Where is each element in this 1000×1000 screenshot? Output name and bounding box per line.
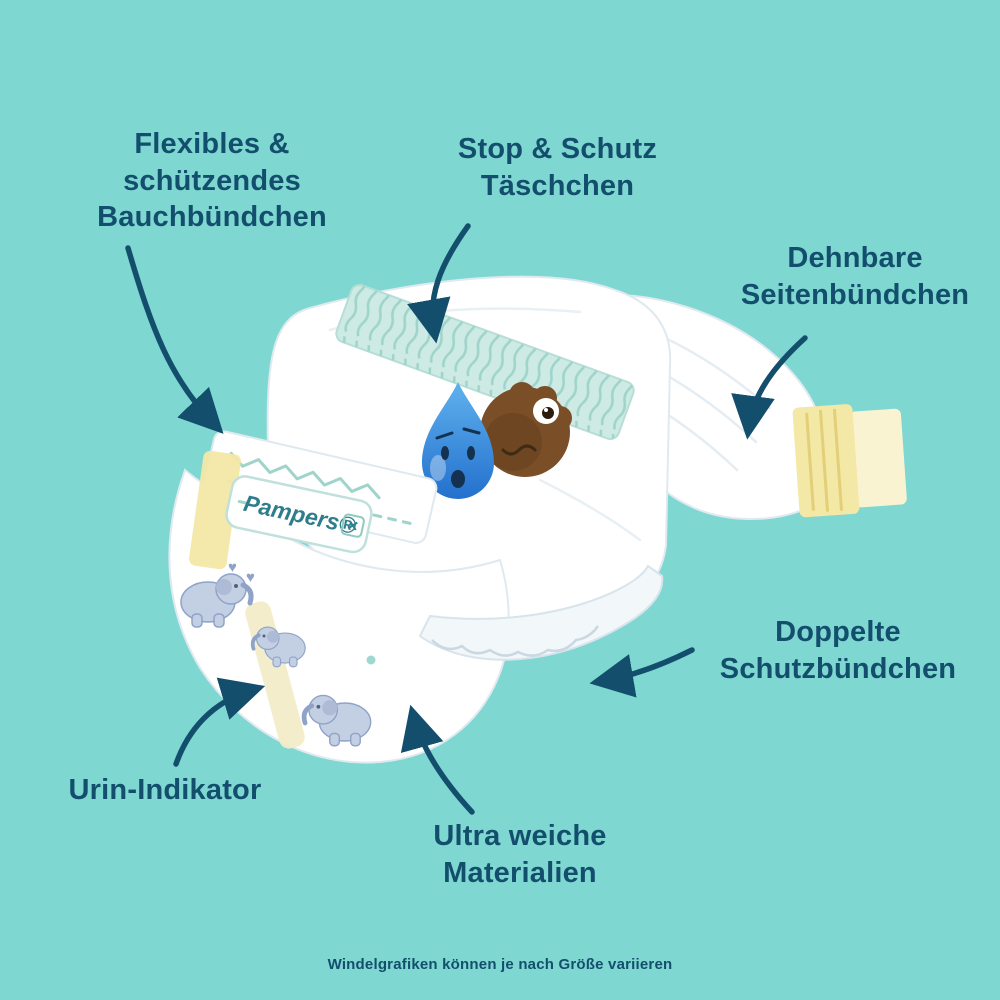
elephant-icon [301,694,372,747]
pampers-label: Pampers® ✕ [225,475,373,554]
label-protection-bands: Doppelte Schutzbündchen [719,616,957,685]
tape-end-icon: ✕ [345,517,360,535]
arrow-pocket [407,223,471,344]
annotation-arrows [125,223,808,815]
label-urine-indicator: Urin-Indikator [68,774,262,806]
heart-icon: ♥ [228,559,237,576]
label-pocket: Stop & Schutz Täschchen [457,133,658,202]
print-dot [366,655,376,665]
elephant-print: ♥ ♥ [180,559,376,747]
heart-icon: ♥ [246,569,255,586]
label-soft-materials: Ultra weiche Materialien [433,820,607,889]
arrow-soft-materials [400,704,475,815]
landing-strip [189,450,241,570]
arrow-urine-indicator [173,677,266,767]
protection-ruffles [418,564,664,661]
arrow-protection-bands [589,647,695,698]
poop-character-icon [480,382,572,477]
disclaimer-text: Windelgrafiken können je nach Größe vari… [327,956,673,973]
label-side-bands: Dehnbare Seitenbündchen [740,242,970,311]
water-drop-icon [422,382,494,499]
arrow-belly-band [125,245,224,434]
label-belly-band: Flexibles & schützendes Bauchbündchen [97,128,327,234]
arrow-side-bands [731,335,808,440]
elephant-icon [250,626,306,668]
side-tab [792,404,907,518]
elephant-icon [180,573,254,628]
